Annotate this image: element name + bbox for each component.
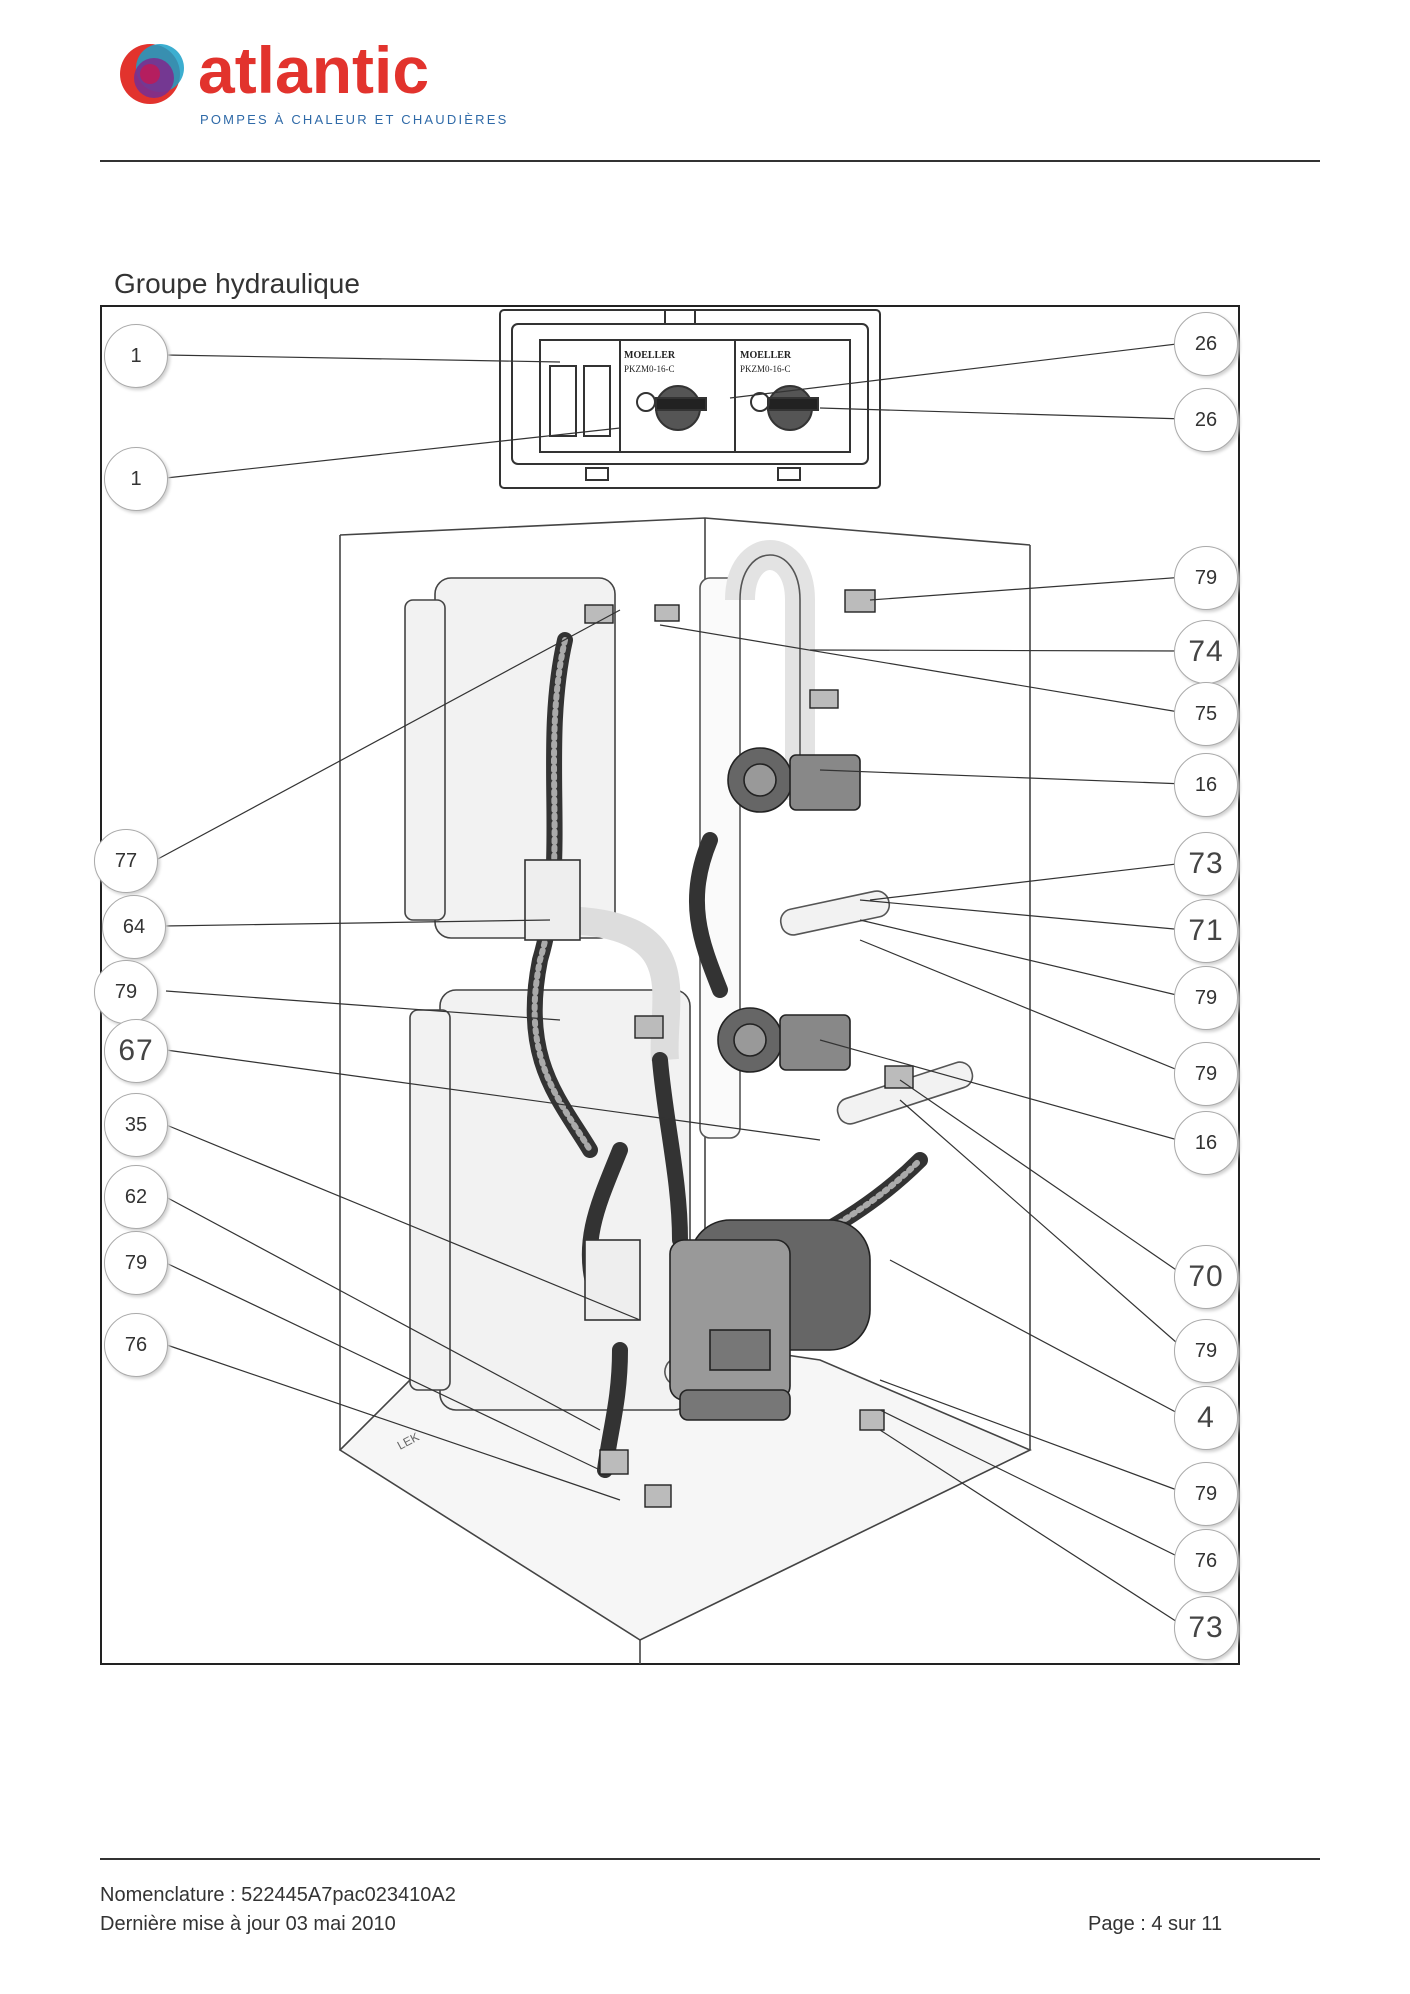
callout-right-14: 4 bbox=[1174, 1386, 1238, 1450]
breaker-model-1: PKZM0-16-C bbox=[624, 364, 675, 374]
callout-left-7: 35 bbox=[104, 1093, 168, 1157]
footer-divider bbox=[100, 1858, 1320, 1860]
callout-right-4: 74 bbox=[1174, 620, 1238, 684]
callout-right-3: 79 bbox=[1174, 546, 1238, 610]
breaker-box bbox=[499, 309, 881, 489]
section-title: Groupe hydraulique bbox=[114, 268, 360, 299]
junction-boxes bbox=[524, 859, 641, 1321]
tank-lower bbox=[409, 989, 691, 1411]
callout-right-8: 71 bbox=[1174, 899, 1238, 963]
callout-right-15: 79 bbox=[1174, 1462, 1238, 1526]
brand-tagline: POMPES À CHALEUR ET CHAUDIÈRES bbox=[200, 112, 509, 127]
callout-right-13: 79 bbox=[1174, 1319, 1238, 1383]
fittings bbox=[584, 589, 914, 1508]
leader-lines bbox=[155, 342, 1186, 1628]
main-pump bbox=[669, 1219, 871, 1421]
logo-mark-icon bbox=[120, 44, 184, 104]
callout-left-10: 76 bbox=[104, 1313, 168, 1377]
callout-right-12: 70 bbox=[1174, 1245, 1238, 1309]
circulator-pump-lower bbox=[717, 1007, 851, 1073]
tank-upper bbox=[404, 577, 616, 939]
nomenclature-reference: Nomenclature : 522445A7pac023410A2 bbox=[100, 1884, 456, 1906]
callout-right-2: 26 bbox=[1174, 388, 1238, 452]
callout-right-17: 73 bbox=[1174, 1596, 1238, 1660]
callout-right-7: 73 bbox=[1174, 832, 1238, 896]
page-number: Page : 4 sur 11 bbox=[1088, 1913, 1223, 1935]
callout-right-5: 75 bbox=[1174, 682, 1238, 746]
hydraulic-group-drawing: MOELLER PKZM0-16-C MOELLER PKZM0-16-C bbox=[100, 305, 1240, 1665]
callout-right-11: 16 bbox=[1174, 1111, 1238, 1175]
callout-right-16: 76 bbox=[1174, 1529, 1238, 1593]
breaker-label-1: MOELLER bbox=[624, 350, 676, 361]
callout-left-3: 77 bbox=[94, 829, 158, 893]
header-divider bbox=[100, 160, 1320, 162]
callout-left-4: 64 bbox=[102, 895, 166, 959]
callout-right-10: 79 bbox=[1174, 1042, 1238, 1106]
brand-name: atlantic bbox=[198, 33, 430, 107]
callout-left-2: 1 bbox=[104, 447, 168, 511]
hydraulic-group-figure: MOELLER PKZM0-16-C MOELLER PKZM0-16-C bbox=[94, 300, 1240, 1666]
breaker-model-2: PKZM0-16-C bbox=[740, 364, 791, 374]
callout-left-5: 79 bbox=[94, 960, 158, 1024]
callout-right-6: 16 bbox=[1174, 753, 1238, 817]
callout-right-9: 79 bbox=[1174, 966, 1238, 1030]
breaker-label-2: MOELLER bbox=[740, 350, 792, 361]
callout-left-8: 62 bbox=[104, 1165, 168, 1229]
callout-left-1: 1 bbox=[104, 324, 168, 388]
last-update-date: Dernière mise à jour 03 mai 2010 bbox=[100, 1913, 396, 1935]
callout-left-9: 79 bbox=[104, 1231, 168, 1295]
atlantic-logo: atlantic POMPES À CHALEUR ET CHAUDIÈRES bbox=[110, 33, 510, 128]
callout-left-6: 67 bbox=[104, 1019, 168, 1083]
callout-right-1: 26 bbox=[1174, 312, 1238, 376]
circulator-pump-upper bbox=[727, 747, 861, 813]
